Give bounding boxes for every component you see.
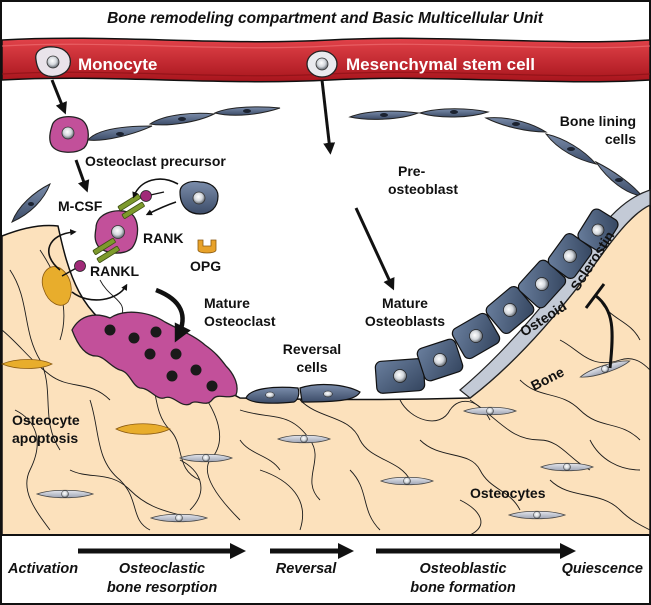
- canaliculi-network: [1, 249, 651, 536]
- phase-resorption-1: Osteoclastic: [119, 561, 205, 577]
- osteoclast-precursor-label: Osteoclast precursor: [85, 153, 226, 169]
- opg-decoy: [197, 239, 217, 254]
- phase-reversal: Reversal: [276, 561, 337, 577]
- stromal-cell: [179, 180, 219, 215]
- rankl-ligands: [61, 190, 165, 277]
- mcsf-label: M-CSF: [58, 198, 103, 214]
- bone-lining-label-1: Bone lining: [560, 113, 636, 129]
- phase-timeline: [2, 534, 649, 559]
- mature-osteoblasts: [374, 208, 619, 394]
- mature-osteoblasts-label-1: Mature: [382, 295, 428, 311]
- reversal-cells-label-1: Reversal: [283, 341, 341, 357]
- phase-formation-1: Osteoblastic: [419, 561, 506, 577]
- mature-osteoclast: [71, 311, 238, 406]
- phase-quiescence: Quiescence: [562, 561, 643, 577]
- apoptotic-osteocytes: [0, 266, 171, 435]
- phase-resorption-2: bone resorption: [107, 580, 218, 596]
- signaling-arrows: [48, 178, 179, 301]
- lining-cell-nuclei: [28, 109, 623, 206]
- phase-activation: Activation: [7, 561, 78, 577]
- diagram-title: Bone remodeling compartment and Basic Mu…: [107, 10, 544, 27]
- arrows: [50, 79, 395, 343]
- bone-lining-cells: [11, 106, 644, 223]
- msc-label: Mesenchymal stem cell: [346, 55, 535, 74]
- monocyte-label: Monocyte: [78, 55, 157, 74]
- sclerostin-inhibition: [584, 283, 614, 369]
- rankl-label: RANKL: [90, 263, 139, 279]
- pre-osteoblast-label-1: Pre-: [398, 163, 426, 179]
- osteocyte-apoptosis-label-1: Osteocyte: [12, 412, 80, 428]
- opg-label: OPG: [190, 258, 221, 274]
- bone-lining-label-2: cells: [605, 131, 636, 147]
- mature-osteoclast-label-2: Osteoclast: [204, 313, 276, 329]
- osteocytes-label: Osteocytes: [470, 485, 546, 501]
- osteocyte-apoptosis-label-2: apoptosis: [12, 430, 78, 446]
- monocyte-cell: [35, 46, 72, 78]
- phase-formation-2: bone formation: [410, 580, 516, 596]
- mesenchymal-stem-cell: [306, 50, 338, 78]
- mature-osteoclast-label-1: Mature: [204, 295, 250, 311]
- pre-osteoblast-label-2: osteoblast: [388, 181, 458, 197]
- osteocytes: [35, 360, 631, 523]
- osteoclast-precursor-cell: [49, 115, 89, 153]
- rank-label: RANK: [143, 230, 183, 246]
- reversal-cells: [245, 383, 361, 404]
- mature-osteoblasts-label-2: Osteoblasts: [365, 313, 445, 329]
- rank-receptors: [92, 193, 145, 263]
- reversal-cells-label-2: cells: [296, 359, 327, 375]
